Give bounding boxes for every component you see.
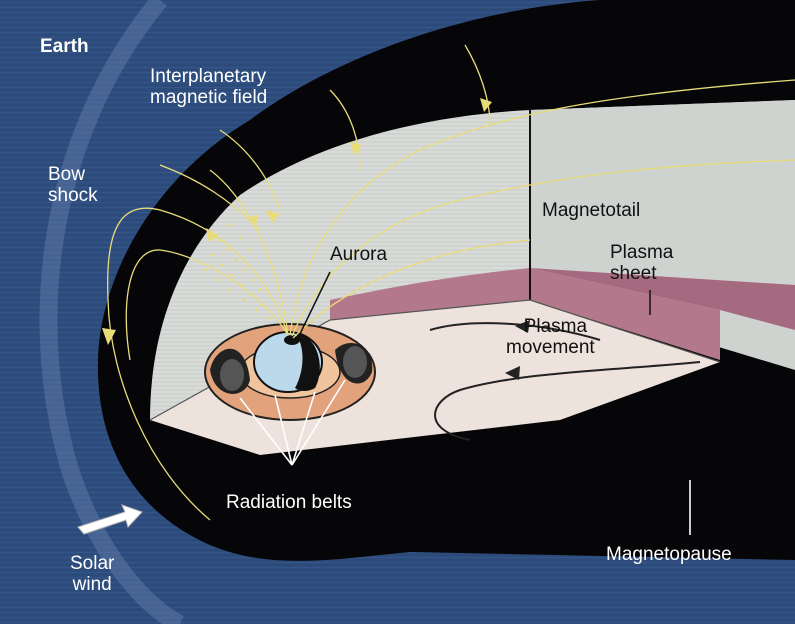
plasma-sheet-label-line1: Plasma (610, 242, 673, 263)
imf-label-line2: magnetic field (150, 87, 267, 108)
belt-cross-section (343, 346, 367, 378)
solar-wind-label-line2: wind (70, 574, 114, 595)
solar-wind-label: Solar wind (70, 553, 114, 595)
plasma-sheet-label-line2: sheet (610, 263, 673, 284)
plasma-movement-label: Plasma movement (516, 316, 595, 358)
imf-label-line1: Interplanetary (150, 66, 267, 87)
radiation-belts-label: Radiation belts (226, 492, 352, 513)
bow-shock-label: Bow shock (48, 164, 98, 206)
plasma-sheet-label: Plasma sheet (610, 242, 673, 284)
bow-shock-label-line1: Bow (48, 164, 98, 185)
plasma-movement-label-line1: Plasma (516, 316, 595, 337)
plasma-movement-label-line2: movement (506, 337, 595, 358)
bow-shock-label-line2: shock (48, 185, 98, 206)
magnetotail-label: Magnetotail (542, 200, 640, 221)
solar-wind-label-line1: Solar (70, 553, 114, 574)
imf-label: Interplanetary magnetic field (150, 66, 267, 108)
magnetopause-label: Magnetopause (606, 544, 732, 565)
aurora-label: Aurora (330, 244, 387, 265)
belt-cross-section (220, 359, 244, 391)
aurora-oval (284, 335, 300, 345)
earth-label: Earth (40, 36, 89, 57)
